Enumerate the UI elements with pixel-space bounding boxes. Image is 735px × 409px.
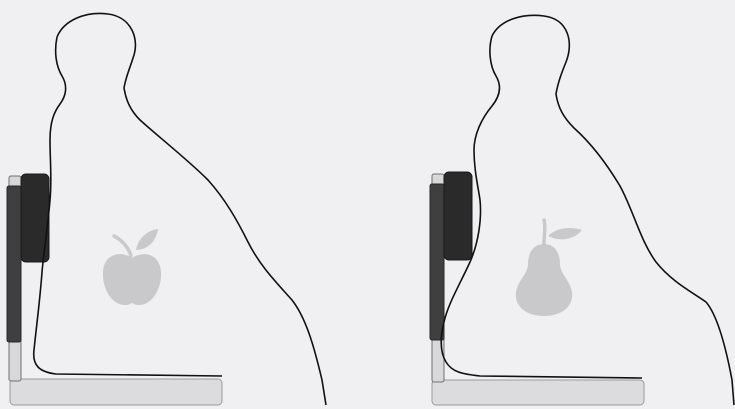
person-silhouette-outline (441, 15, 734, 405)
lumbar-cushion (444, 172, 472, 260)
apple-body-panel (7, 13, 326, 405)
chair-backrest-frame (430, 184, 444, 340)
chair-backrest-frame (7, 186, 21, 342)
pear-body-panel (430, 15, 734, 405)
chair-seat (10, 379, 222, 405)
apple-icon (103, 229, 161, 305)
person-silhouette-outline (34, 13, 326, 405)
pear-icon (516, 220, 582, 316)
chair-seat (432, 380, 644, 405)
